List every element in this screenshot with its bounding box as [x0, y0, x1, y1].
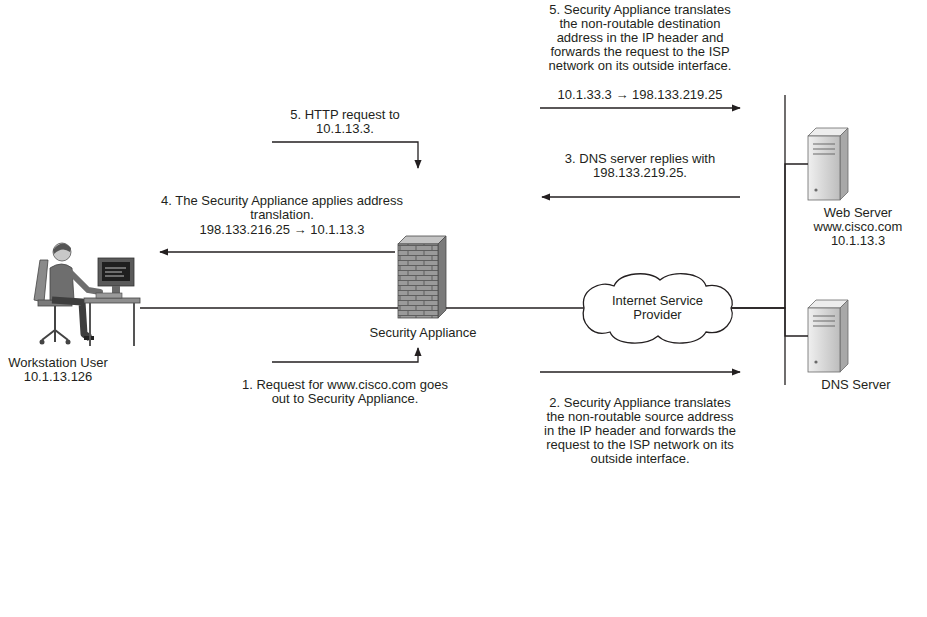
node-label: Security Appliance [353, 326, 493, 340]
web-server-node: Web Serverwww.cisco.com10.1.13.3 [808, 128, 848, 200]
step-arrow [540, 107, 740, 108]
step-arrow [272, 142, 418, 168]
step-text: 1. Request for www.cisco.com goes out to… [238, 378, 453, 406]
step-text: 2. Security Appliance translates the non… [540, 396, 740, 466]
network-link [140, 307, 398, 308]
step-arrow [160, 251, 395, 252]
step-text: 3. DNS server replies with 198.133.219.2… [545, 152, 735, 180]
network-link [731, 308, 808, 336]
node-label: Workstation User [8, 356, 108, 370]
server-illustration [808, 300, 848, 372]
step-text: 5. Security Appliance translates the non… [540, 3, 740, 73]
step-arrow [272, 348, 418, 362]
step-arrow [540, 371, 740, 372]
server-illustration [808, 128, 848, 200]
step-text: 10.1.33.3 → 198.133.219.25 [525, 88, 755, 102]
node-label: Internet Service Provider [603, 294, 713, 322]
node-label: 10.1.13.3 [798, 234, 918, 248]
step-text: 198.133.216.25 → 10.1.13.3 [167, 223, 397, 237]
node-caption: Security Appliance [353, 326, 493, 340]
dns-server-node: DNS Server [808, 300, 848, 372]
node-label: www.cisco.com [798, 220, 918, 234]
node-label: 10.1.13.126 [8, 370, 108, 384]
node-caption: DNS Server [801, 378, 911, 392]
node-caption: Internet Service Provider [580, 270, 735, 346]
workstation-illustration [34, 243, 140, 346]
step-text: 4. The Security Appliance applies addres… [157, 194, 407, 222]
isp-cloud: Internet Service Provider [580, 270, 735, 346]
node-label: Web Server [798, 206, 918, 220]
workstation-node: Workstation User10.1.13.126 [28, 232, 140, 350]
cloud-outline [583, 274, 732, 343]
step-arrow [542, 196, 740, 197]
node-label: DNS Server [801, 378, 911, 392]
step-arrows [160, 108, 740, 372]
step-text: 5. HTTP request to 10.1.13.3. [275, 108, 415, 136]
network-link [446, 307, 584, 308]
security-appliance-node: Security Appliance [398, 236, 446, 318]
firewall-illustration [398, 236, 446, 318]
network-link [731, 164, 808, 308]
node-caption: Web Serverwww.cisco.com10.1.13.3 [798, 206, 918, 248]
node-caption: Workstation User10.1.13.126 [8, 356, 108, 384]
